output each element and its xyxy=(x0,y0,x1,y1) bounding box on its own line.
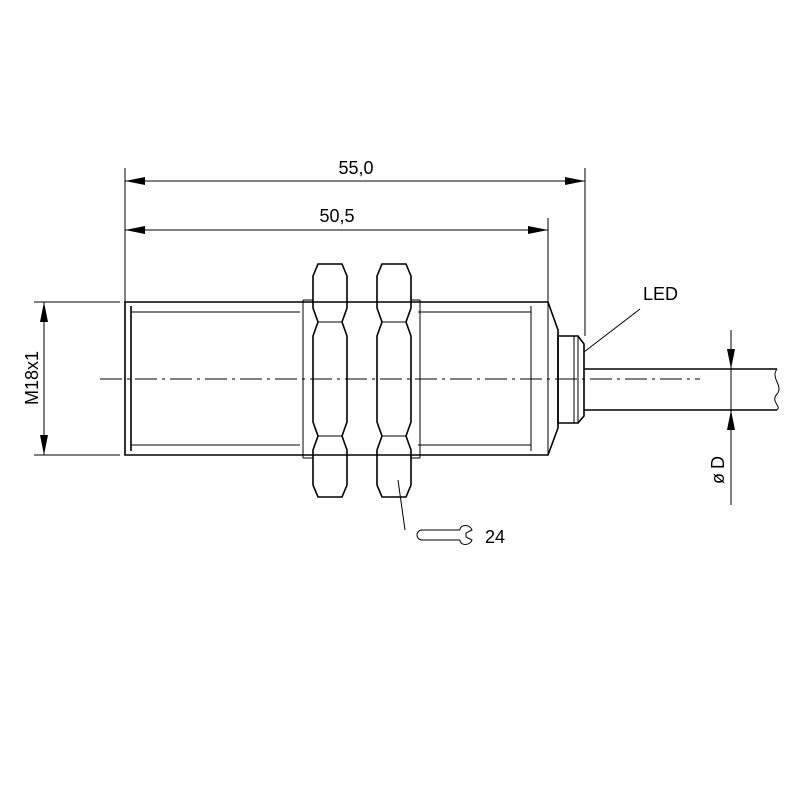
wrench-callout: 24 xyxy=(397,479,505,547)
arrowhead-top xyxy=(40,302,48,322)
arrowhead-left xyxy=(125,177,145,185)
body-length-label: 50,5 xyxy=(319,206,354,226)
arrowhead-bottom xyxy=(40,435,48,455)
arrowhead-right xyxy=(565,177,585,185)
cable-break-line xyxy=(774,368,780,411)
arrowhead-top xyxy=(727,349,735,369)
diameter-letter: D xyxy=(708,456,728,469)
wrench-jaw xyxy=(459,525,473,545)
led-leader-line xyxy=(583,308,641,353)
dimension-body-length: 50,5 xyxy=(125,206,549,302)
arrowhead-left xyxy=(125,226,145,234)
led-label: LED xyxy=(643,284,678,304)
nut-outline xyxy=(312,263,348,498)
hex-nut-2 xyxy=(376,263,421,498)
dimension-cable-diameter: øD xyxy=(708,330,735,505)
overall-length-label: 55,0 xyxy=(338,158,373,178)
nut-outline xyxy=(376,263,412,498)
wrench-leader-line xyxy=(397,479,406,531)
arrowhead-right xyxy=(528,226,548,234)
cable xyxy=(584,368,780,411)
thread-label: M18x1 xyxy=(22,351,42,405)
cable-diameter-label: øD xyxy=(708,456,728,484)
arrowhead-bottom xyxy=(727,410,735,430)
wrench-size-label: 24 xyxy=(485,527,505,547)
dimension-thread: M18x1 xyxy=(22,301,120,456)
hex-nut-1 xyxy=(302,263,348,498)
open-end-wrench-icon xyxy=(416,525,473,545)
dimension-overall-length: 55,0 xyxy=(124,158,586,336)
wrench-handle xyxy=(416,529,460,541)
led-callout: LED xyxy=(583,284,678,353)
diameter-symbol: ø xyxy=(708,473,728,484)
